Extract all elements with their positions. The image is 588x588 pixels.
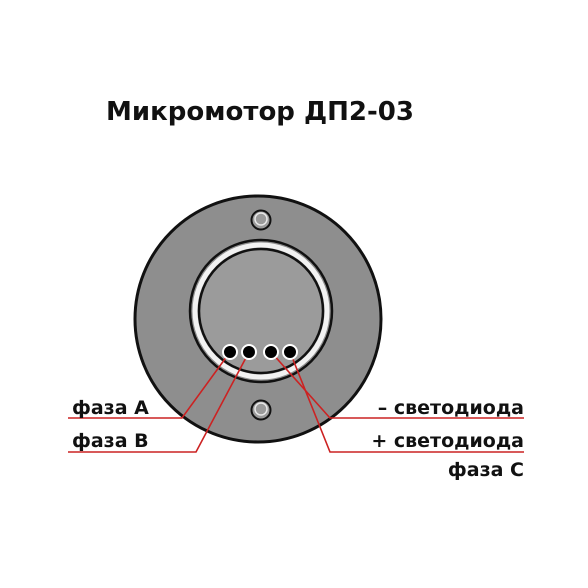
wire-led-minus — [270, 351, 524, 419]
wire-phase-a — [68, 351, 231, 419]
terminal-3 — [263, 344, 279, 360]
wire-led-plus — [289, 351, 524, 453]
terminal-4 — [282, 344, 298, 360]
inner-boss-highlight — [192, 242, 330, 380]
label-led-plus: + светодиода — [371, 430, 524, 452]
label-phase-a: фаза А — [72, 397, 149, 419]
diagram-title: Микромотор ДП2-03 — [106, 97, 414, 127]
label-phase-c: фаза С — [448, 459, 524, 481]
inner-disk — [197, 247, 325, 375]
mounting-hole-top-highlight — [254, 212, 268, 226]
label-led-minus: – светодиода — [378, 397, 524, 419]
terminal-1 — [222, 344, 238, 360]
mounting-hole-bottom-highlight — [254, 402, 268, 416]
wire-phase-b — [68, 351, 250, 453]
label-phase-b: фаза В — [72, 430, 149, 452]
terminal-2 — [241, 344, 257, 360]
